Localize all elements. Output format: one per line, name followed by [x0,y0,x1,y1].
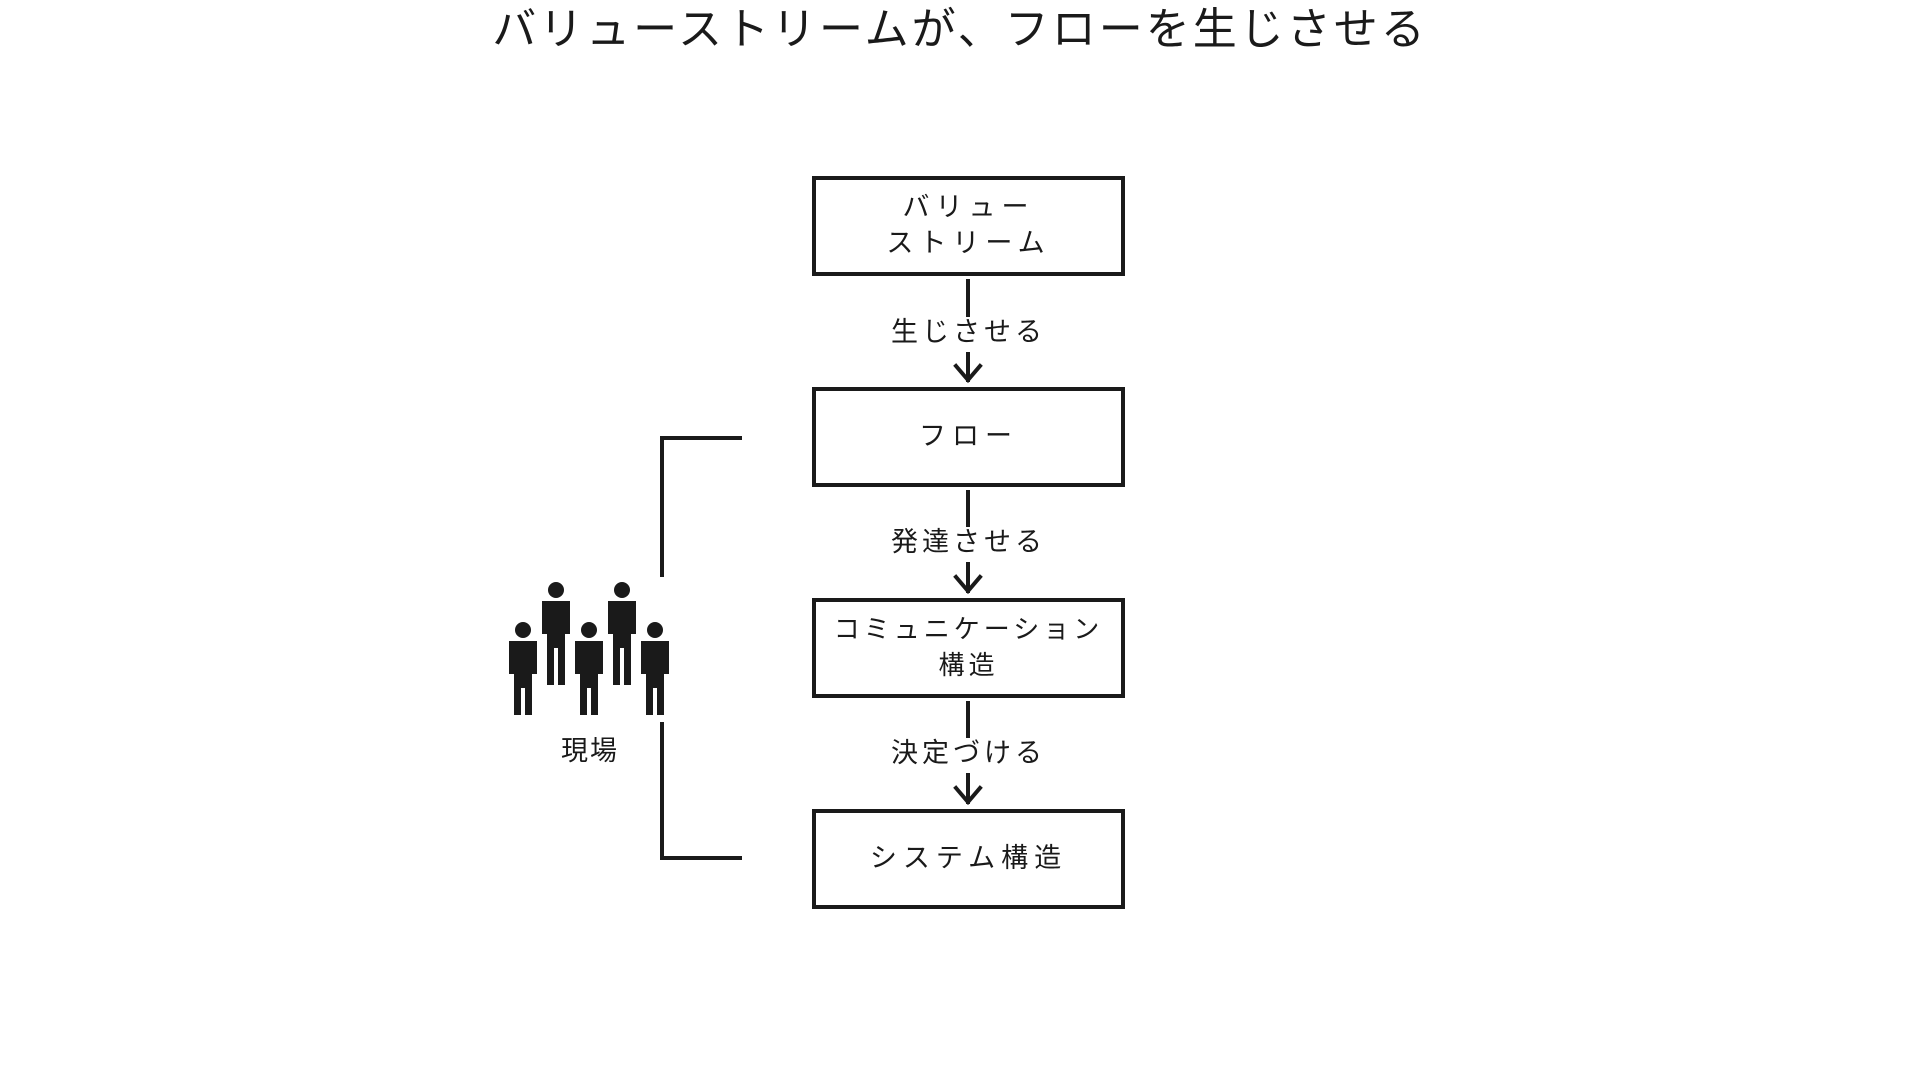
people-label: 現場 [561,736,619,767]
person-icon [509,622,537,715]
person-icon [641,622,669,715]
person-icon [542,582,570,685]
arrow-head-2 [953,574,983,595]
node-value-stream: バリュー ストリーム [812,176,1125,276]
arrow-head-3 [953,785,983,806]
people-group-icon [509,582,669,715]
page-title: バリューストリームが、フローを生じさせる [492,4,1428,55]
node-communication-structure: コミュニケーション 構造 [812,598,1125,698]
bracket-upper [660,436,742,577]
bracket-lower [660,722,742,860]
node-system-structure: システム構造 [812,809,1125,909]
edge-label-determines: 決定づける [812,737,1125,771]
arrow-head-1 [953,363,983,384]
edge-label-develops-text: 発達させる [887,527,1050,558]
person-icon [575,622,603,715]
edge-label-determines-text: 決定づける [887,738,1050,769]
edge-label-generates: 生じさせる [812,316,1125,350]
node-flow: フロー [812,387,1125,487]
edge-label-generates-text: 生じさせる [887,317,1050,348]
edge-label-develops: 発達させる [812,526,1125,560]
person-icon [608,582,636,685]
